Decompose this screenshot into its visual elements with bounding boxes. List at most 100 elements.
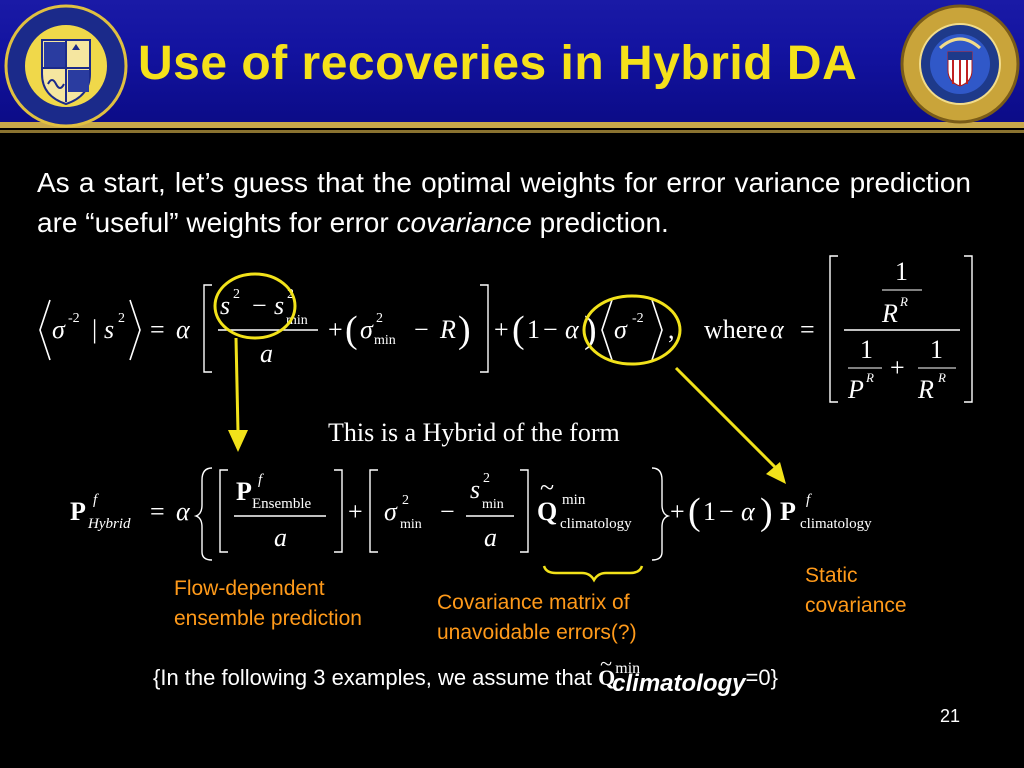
svg-text:a: a xyxy=(260,339,273,368)
eq1-where: where xyxy=(704,315,768,344)
highlight-circle-right xyxy=(582,294,682,366)
eq2-min-2: min xyxy=(482,497,504,512)
svg-text:|: | xyxy=(92,315,97,344)
intro-emphasis-covariance: covariance xyxy=(396,207,532,238)
svg-text:(: ( xyxy=(345,309,358,351)
svg-text:−: − xyxy=(252,291,267,320)
svg-text:min: min xyxy=(374,333,396,348)
svg-text:2: 2 xyxy=(483,471,490,486)
svg-text:s: s xyxy=(470,475,480,504)
assumption-prefix: {In the following 3 examples, we assume … xyxy=(153,665,599,690)
svg-text:α: α xyxy=(176,497,191,526)
annotation-flow-dependent: Flow-dependent ensemble prediction xyxy=(174,574,362,634)
svg-text:): ) xyxy=(760,491,773,533)
svg-text:P: P xyxy=(847,375,864,404)
svg-text:=: = xyxy=(150,315,165,344)
svg-text:+: + xyxy=(328,315,343,344)
svg-text:α: α xyxy=(565,315,580,344)
svg-text:R: R xyxy=(899,294,908,309)
svg-text:): ) xyxy=(458,309,471,351)
highlight-circle-left xyxy=(213,272,297,340)
intro-paragraph: As a start, let’s guess that the optimal… xyxy=(37,163,971,243)
svg-text:σ: σ xyxy=(52,315,66,344)
assumption-q-symbol: Q~ xyxy=(598,651,616,690)
svg-text:1: 1 xyxy=(930,335,943,364)
svg-text:P: P xyxy=(780,497,796,526)
svg-text:f: f xyxy=(806,492,812,508)
annotation-static-line2: covariance xyxy=(805,594,907,617)
svg-text:(: ( xyxy=(688,491,701,533)
svg-text:a: a xyxy=(484,523,497,552)
header-bar xyxy=(0,0,1024,126)
svg-text:σ: σ xyxy=(384,497,398,526)
svg-text:1: 1 xyxy=(860,335,873,364)
arrow-right-head xyxy=(766,462,786,484)
svg-text:R: R xyxy=(917,375,934,404)
annotation-flow-line2: ensemble prediction xyxy=(174,607,362,630)
svg-text:R: R xyxy=(865,370,874,385)
nrl-monterey-seal-logo xyxy=(4,4,128,128)
hybrid-caption: This is a Hybrid of the form xyxy=(328,418,620,447)
eq2-min-3: min xyxy=(562,492,586,508)
svg-text:-2: -2 xyxy=(68,311,80,326)
svg-text:f: f xyxy=(93,492,99,508)
annotation-flow-line1: Flow-dependent xyxy=(174,577,325,600)
eq2-min-1: min xyxy=(400,517,422,532)
assumption-min: min xyxy=(615,660,641,677)
svg-text:s: s xyxy=(104,315,114,344)
arrow-left-head xyxy=(228,430,248,452)
assumption-suffix: =0} xyxy=(745,665,778,690)
svg-text:2: 2 xyxy=(287,287,294,302)
svg-text:f: f xyxy=(258,472,264,488)
equation-2: P f Hybrid = α P f Ensemble a + σ 2 min … xyxy=(70,467,872,561)
annotation-static-covariance: Static covariance xyxy=(805,561,907,621)
svg-text:1: 1 xyxy=(703,497,716,526)
svg-text:(: ( xyxy=(512,309,525,351)
svg-text:−: − xyxy=(414,315,429,344)
svg-text:−: − xyxy=(719,497,734,526)
annotation-covariance-matrix: Covariance matrix of unavoidable errors(… xyxy=(437,588,637,648)
svg-text:σ: σ xyxy=(360,315,374,344)
svg-text:2: 2 xyxy=(402,493,409,508)
arrow-right-shaft xyxy=(674,366,780,472)
intro-text-b: prediction. xyxy=(531,207,669,238)
equation-1: σ -2 | s 2 = α s 2 − s 2 min a + ( σ 2 m… xyxy=(39,255,973,404)
svg-text:−: − xyxy=(543,315,558,344)
svg-text:,: , xyxy=(668,315,675,344)
intro-text-a: As a start, let’s guess that the optimal… xyxy=(37,167,971,238)
svg-text:=: = xyxy=(800,315,815,344)
page-number: 21 xyxy=(940,706,961,726)
svg-text:R: R xyxy=(439,315,456,344)
svg-text:s: s xyxy=(274,291,284,320)
svg-text:α: α xyxy=(741,497,756,526)
svg-text:~: ~ xyxy=(540,473,554,502)
eq2-climatology-sub-1: climatology xyxy=(560,516,632,532)
svg-text:σ: σ xyxy=(614,315,628,344)
svg-text:2: 2 xyxy=(233,287,240,302)
eq2-ensemble-sub: Ensemble xyxy=(252,496,311,512)
svg-text:+: + xyxy=(890,353,905,382)
svg-text:2: 2 xyxy=(376,311,383,326)
eq2-climatology-sub-2: climatology xyxy=(800,516,872,532)
svg-text:−: − xyxy=(440,497,455,526)
svg-text:1: 1 xyxy=(527,315,540,344)
underbrace-covariance xyxy=(542,565,644,583)
annotation-cov-line1: Covariance matrix of xyxy=(437,591,630,614)
header-gold-rule-shadow xyxy=(0,130,1024,133)
svg-text:a: a xyxy=(274,523,287,552)
svg-text:2: 2 xyxy=(118,311,125,326)
svg-text:α: α xyxy=(176,315,191,344)
svg-text:α: α xyxy=(770,315,785,344)
arrow-left-shaft xyxy=(234,337,240,433)
svg-text:R: R xyxy=(937,370,946,385)
department-of-navy-seal-logo xyxy=(900,4,1020,124)
assumption-note: {In the following 3 examples, we assume … xyxy=(153,651,778,697)
highlight-annotations xyxy=(213,272,786,583)
svg-text:-2: -2 xyxy=(632,311,644,326)
svg-text:+: + xyxy=(348,497,363,526)
svg-text:s: s xyxy=(220,291,230,320)
header-gold-rule xyxy=(0,122,1024,128)
slide-title: Use of recoveries in Hybrid DA xyxy=(138,37,858,90)
svg-text:+: + xyxy=(494,315,509,344)
